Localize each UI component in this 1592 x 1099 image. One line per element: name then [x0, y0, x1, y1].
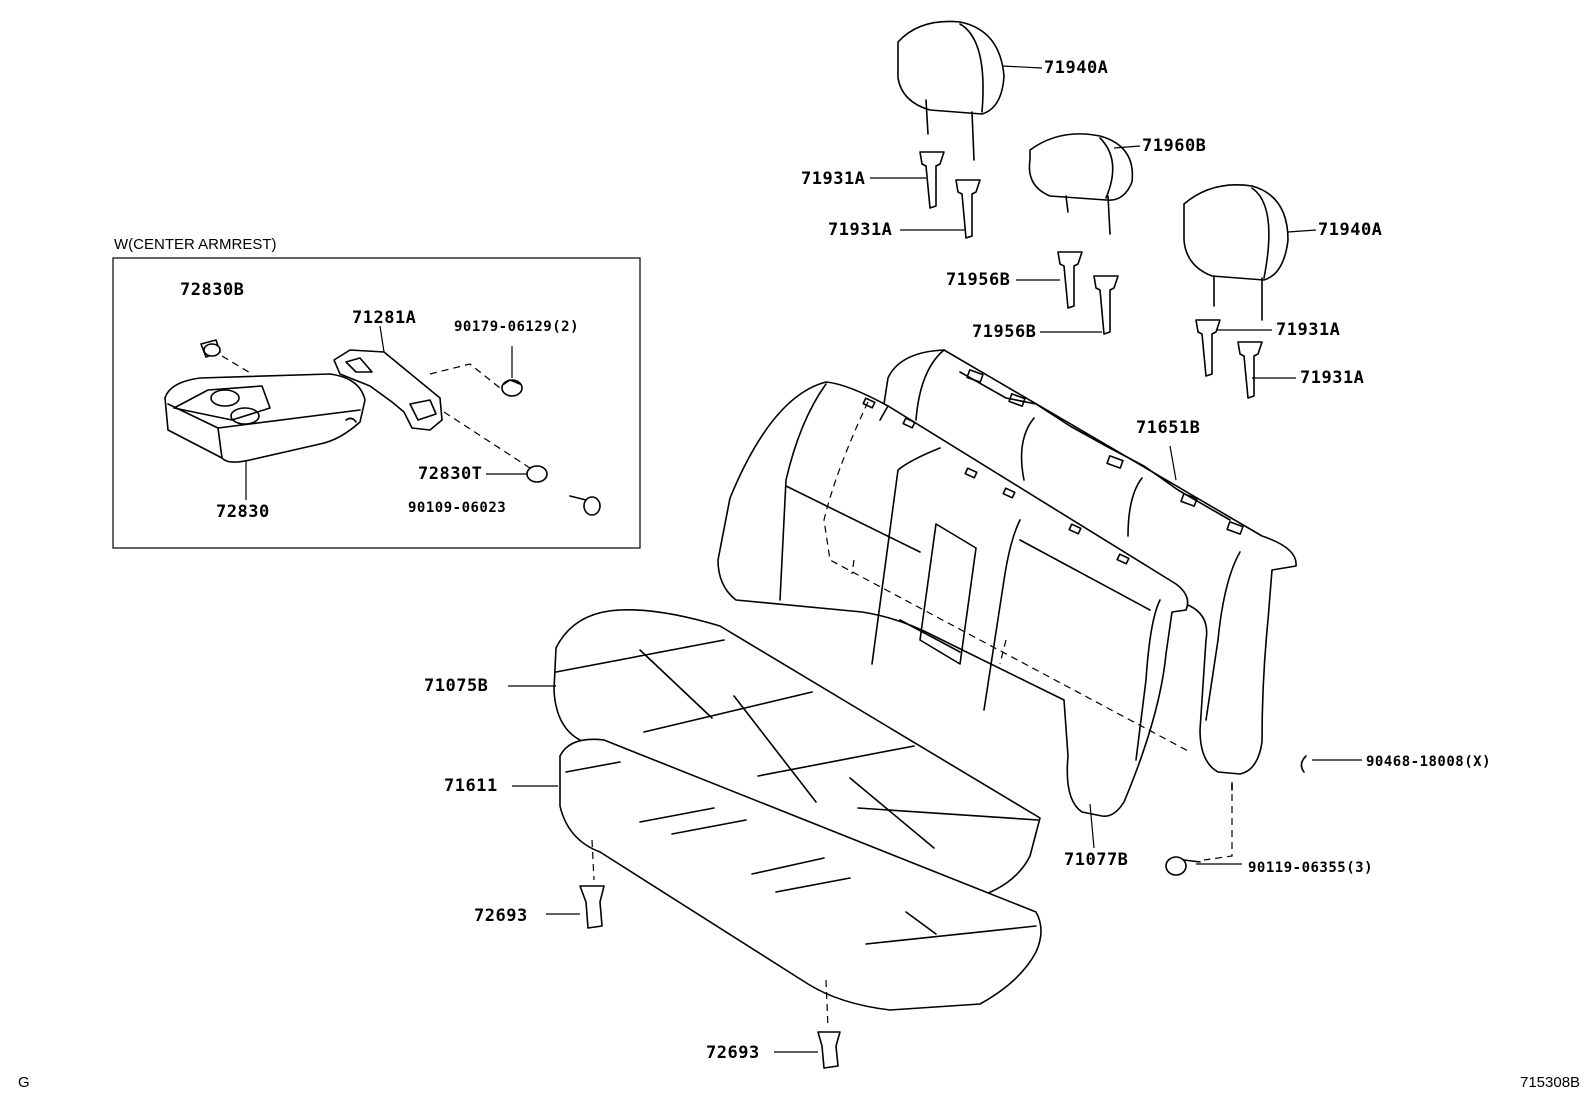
- label-72830B: 72830B: [180, 280, 245, 300]
- bolt-90119: [1165, 856, 1201, 876]
- cap-72830T: [526, 465, 548, 483]
- support-71956B-2: [1093, 275, 1119, 335]
- headrest-71960B: [1028, 133, 1134, 235]
- support-71931A-2: [955, 179, 981, 239]
- nut-90179: [501, 379, 523, 397]
- screw-90109: [569, 495, 601, 516]
- seatback-cover-71077B: [717, 381, 1189, 818]
- label-71956B-1: 71956B: [946, 270, 1011, 290]
- label-71611: 71611: [444, 776, 498, 796]
- label-71960B: 71960B: [1142, 136, 1207, 156]
- armrest-part: [164, 373, 366, 463]
- label-90109: 90109-06023: [408, 500, 507, 516]
- support-71931A-1: [919, 151, 945, 209]
- seatback-dashed-line: [823, 401, 1191, 753]
- label-72830: 72830: [216, 502, 270, 522]
- label-71931A-2: 71931A: [828, 220, 893, 240]
- label-71281A: 71281A: [352, 308, 417, 328]
- label-71940A-right: 71940A: [1318, 220, 1383, 240]
- label-71651B: 71651B: [1136, 418, 1201, 438]
- support-71956B-1: [1057, 251, 1083, 309]
- label-90179: 90179-06129(2): [454, 319, 580, 335]
- label-72830T: 72830T: [418, 464, 483, 484]
- label-71956B-2: 71956B: [972, 322, 1037, 342]
- label-71931A-1: 71931A: [801, 169, 866, 189]
- label-90468: 90468-18008(X): [1366, 754, 1492, 770]
- cap-72830B: [200, 339, 221, 358]
- bracket-71281A: [333, 349, 443, 431]
- cushion-cover-71075B: [553, 609, 1041, 905]
- label-71931A-4: 71931A: [1300, 368, 1365, 388]
- hook-90468: [1300, 755, 1307, 773]
- label-90119: 90119-06355(3): [1248, 860, 1374, 876]
- headrest-71940A-right: [1183, 184, 1289, 321]
- label-71075B: 71075B: [424, 676, 489, 696]
- cushion-71611: [559, 738, 1042, 1011]
- label-72693-2: 72693: [706, 1043, 760, 1063]
- support-71931A-4: [1237, 341, 1263, 399]
- label-71077B: 71077B: [1064, 850, 1129, 870]
- clip-72693-1: [579, 885, 605, 929]
- label-71931A-3: 71931A: [1276, 320, 1341, 340]
- support-71931A-3: [1195, 319, 1221, 377]
- headrest-71940A-top: [897, 20, 1005, 161]
- footer-left-code: G: [18, 1074, 30, 1091]
- armrest-inset-frame: [112, 257, 641, 549]
- label-72693-1: 72693: [474, 906, 528, 926]
- inset-title: W(CENTER ARMREST): [114, 236, 277, 253]
- seatback-71651B: [879, 349, 1297, 775]
- clip-72693-2: [817, 1031, 841, 1069]
- label-71940A-top: 71940A: [1044, 58, 1109, 78]
- footer-right-code: 715308B: [1520, 1074, 1581, 1091]
